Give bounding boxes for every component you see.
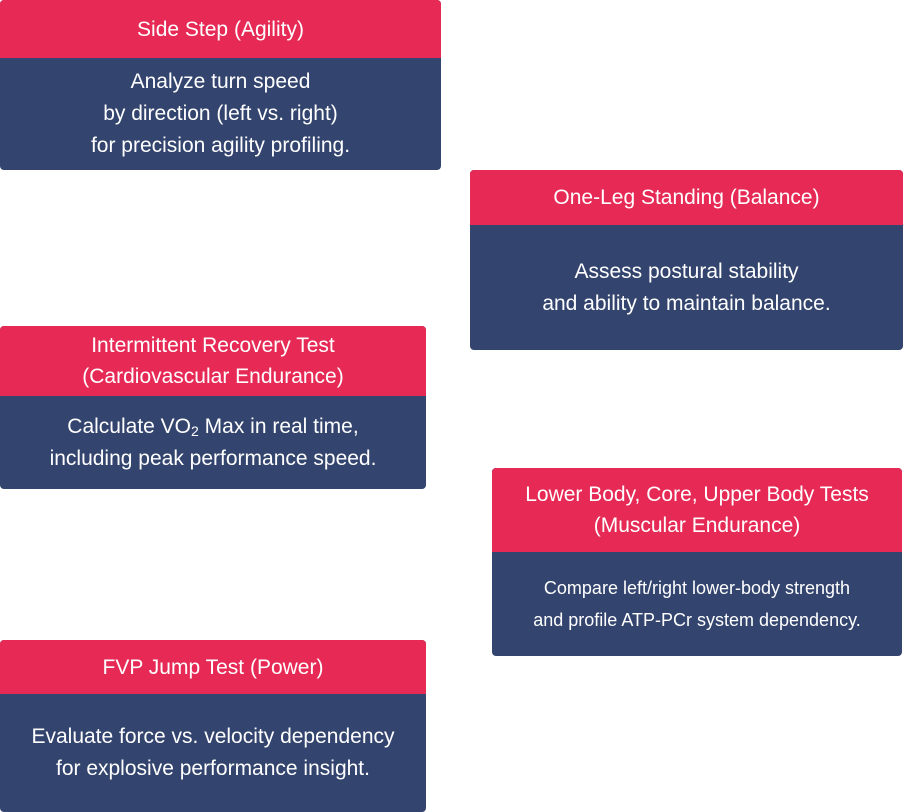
side-step-description: Analyze turn speed by direction (left vs… bbox=[90, 70, 351, 157]
fvp-jump-card: FVP Jump Test (Power) Evaluate force vs.… bbox=[0, 640, 426, 812]
one-leg-standing-title: One-Leg Standing (Balance) bbox=[470, 170, 903, 225]
muscular-endurance-description: Compare left/right lower-body strength a… bbox=[533, 578, 861, 630]
one-leg-standing-card: One-Leg Standing (Balance) Assess postur… bbox=[470, 170, 903, 350]
one-leg-standing-description: Assess postural stability and ability to… bbox=[542, 259, 831, 315]
side-step-title: Side Step (Agility) bbox=[0, 0, 441, 58]
muscular-endurance-title: Lower Body, Core, Upper Body Tests (Musc… bbox=[492, 468, 902, 552]
intermittent-recovery-title: Intermittent Recovery Test (Cardiovascul… bbox=[0, 326, 426, 396]
fvp-jump-title: FVP Jump Test (Power) bbox=[0, 640, 426, 694]
muscular-endurance-card: Lower Body, Core, Upper Body Tests (Musc… bbox=[492, 468, 902, 656]
fvp-jump-description: Evaluate force vs. velocity dependency f… bbox=[31, 725, 395, 780]
intermittent-recovery-card: Intermittent Recovery Test (Cardiovascul… bbox=[0, 326, 426, 489]
intermittent-recovery-description: Calculate VO2 Max in real time, includin… bbox=[49, 414, 377, 470]
side-step-card: Side Step (Agility) Analyze turn speed b… bbox=[0, 0, 441, 170]
